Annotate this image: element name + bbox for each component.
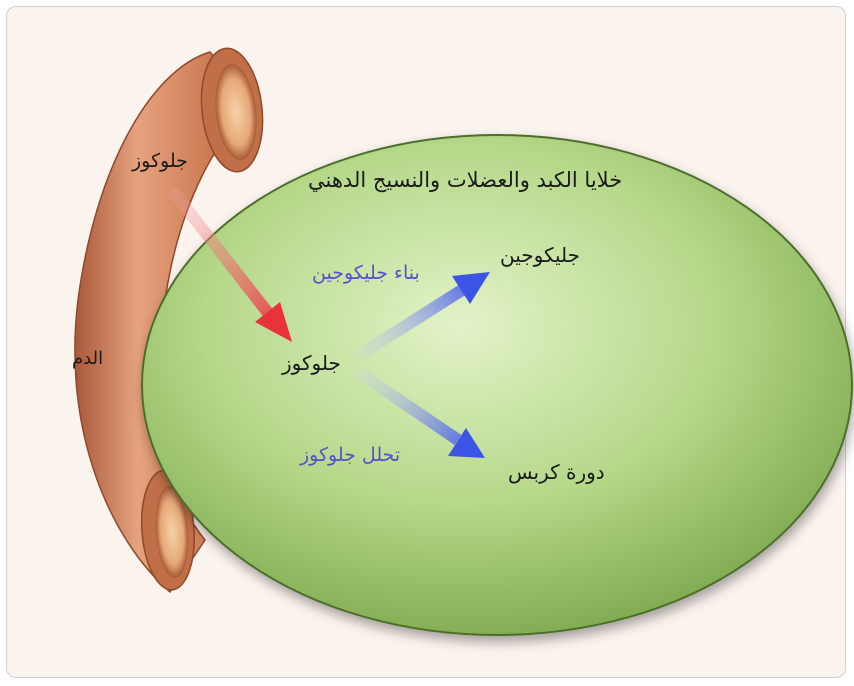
glycogen-label: جليكوجين [500, 243, 580, 267]
glycolysis-label: تحلل جلوكوز [300, 444, 400, 466]
cell-title: خلايا الكبد والعضلات والنسيج الدهني [308, 168, 622, 192]
blood-label: الدم [72, 348, 103, 369]
glycogenesis-label: بناء جليكوجين [312, 262, 420, 284]
cell-ellipse [142, 135, 852, 635]
cell-glucose-label: جلوكوز [282, 351, 341, 375]
krebs-label: دورة كربس [508, 460, 605, 484]
blood-glucose-label: جلوكوز [132, 150, 188, 172]
